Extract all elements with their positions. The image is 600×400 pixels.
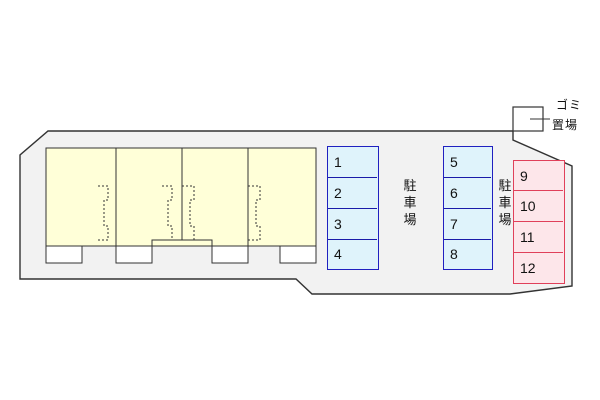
stair-outlines <box>98 185 261 241</box>
parking-slot-3[interactable]: 3 <box>328 209 377 240</box>
porches <box>45 239 317 264</box>
parking-slot-6[interactable]: 6 <box>444 178 491 209</box>
porch-2 <box>115 245 153 264</box>
garbage-label-line2: 置場 <box>552 118 579 132</box>
porch-1 <box>45 245 83 264</box>
unit-3 <box>181 147 249 247</box>
parking-block-extra: 9 10 11 12 <box>513 160 565 284</box>
parking-label-right: 駐車場 <box>498 179 512 228</box>
parking-slot-10[interactable]: 10 <box>514 191 563 222</box>
parking-slot-9[interactable]: 9 <box>514 161 563 191</box>
building <box>45 147 317 247</box>
parking-label-left: 駐車場 <box>403 179 417 228</box>
porch-4 <box>279 245 317 264</box>
garbage-label-line1: ゴミ <box>556 98 583 112</box>
parking-slot-4[interactable]: 4 <box>334 246 342 262</box>
unit-4 <box>247 147 317 247</box>
unit-1 <box>45 147 117 247</box>
parking-slot-8[interactable]: 8 <box>450 246 458 262</box>
parking-block-left: 1 2 3 4 <box>327 146 379 270</box>
parking-slot-7[interactable]: 7 <box>444 209 491 240</box>
unit-2 <box>115 147 183 247</box>
parking-slot-12[interactable]: 12 <box>520 259 536 276</box>
parking-slot-11[interactable]: 11 <box>514 222 563 253</box>
porch-center <box>151 239 213 247</box>
parking-slot-1[interactable]: 1 <box>328 147 377 178</box>
porch-3 <box>211 245 249 264</box>
parking-slot-5[interactable]: 5 <box>444 147 491 178</box>
parking-block-right: 5 6 7 8 <box>443 146 493 270</box>
parking-slot-2[interactable]: 2 <box>328 178 377 209</box>
